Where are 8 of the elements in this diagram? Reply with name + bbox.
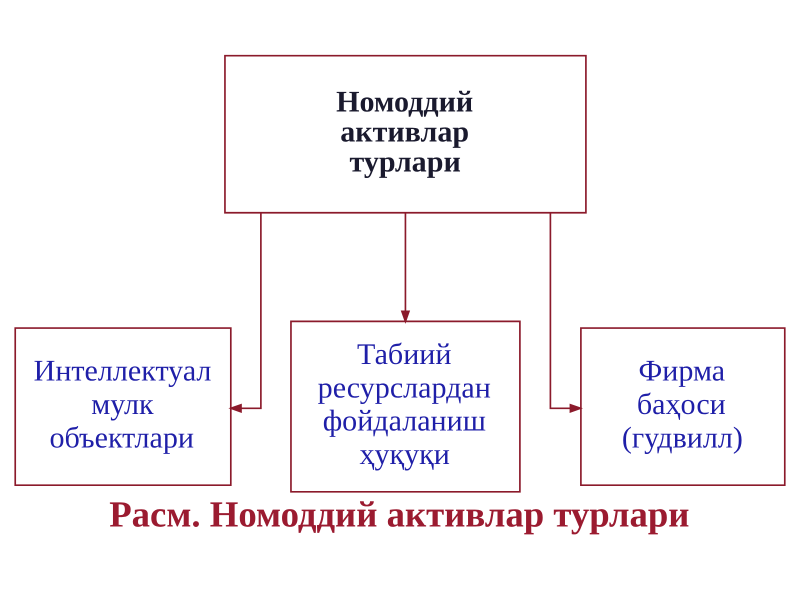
caption: Расм. Номоддий активлар турлари <box>109 492 690 534</box>
node-box: Номоддий активлар турлари <box>224 54 587 214</box>
node-box: Табиий ресурслардан фойдаланиш ҳуқуқи <box>290 320 521 492</box>
arrow <box>228 213 262 412</box>
arrow <box>400 212 410 324</box>
node-box: Фирма баҳоси (гудвилл) <box>580 326 786 486</box>
node-box: Интеллектуал мулк объектлари <box>14 326 232 486</box>
arrow <box>550 213 583 412</box>
